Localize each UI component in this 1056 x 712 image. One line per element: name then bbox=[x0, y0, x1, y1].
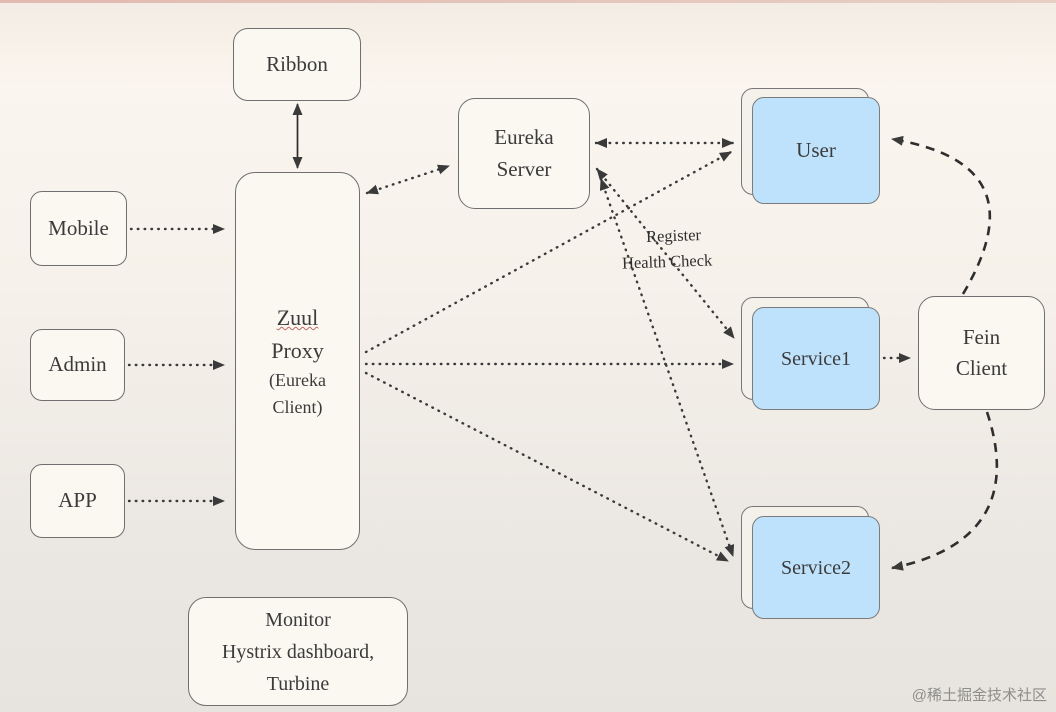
node-ribbon-label: Ribbon bbox=[266, 51, 328, 76]
edge-fein-user bbox=[891, 135, 992, 295]
node-ribbon: Ribbon bbox=[233, 28, 361, 101]
node-fein-client: Fein Client bbox=[918, 296, 1045, 410]
node-service1: Service1 bbox=[752, 307, 880, 410]
node-monitor: Monitor Hystrix dashboard, Turbine bbox=[188, 597, 408, 706]
node-monitor-line1: Monitor bbox=[265, 608, 331, 631]
node-app: APP bbox=[30, 464, 125, 538]
node-monitor-line2: Hystrix dashboard, bbox=[221, 640, 375, 663]
node-admin-label: Admin bbox=[48, 352, 107, 377]
edge-zuul-user bbox=[364, 150, 733, 354]
node-zuul-line2: Proxy bbox=[271, 338, 324, 363]
node-fein-line1: Fein bbox=[962, 324, 1001, 349]
top-tint bbox=[0, 0, 1056, 3]
node-zuul-line3: (Eureka bbox=[269, 370, 326, 390]
node-service2: Service2 bbox=[752, 516, 880, 619]
node-service1-label: Service1 bbox=[781, 347, 851, 370]
edge-zuul-eureka bbox=[365, 164, 451, 195]
node-zuul-proxy: Zuul Proxy (Eureka Client) bbox=[235, 172, 360, 550]
node-mobile: Mobile bbox=[30, 191, 127, 266]
edge-fein-service2 bbox=[891, 411, 999, 571]
node-service2-label: Service2 bbox=[781, 556, 851, 579]
annotation-health-check: Health Check bbox=[621, 250, 713, 273]
node-zuul-line1: Zuul bbox=[276, 305, 319, 330]
node-user: User bbox=[752, 97, 880, 204]
annotation-register: Register bbox=[645, 225, 702, 246]
node-eureka-line1: Eureka bbox=[494, 125, 554, 149]
edge-eureka-service2 bbox=[599, 177, 735, 558]
node-admin: Admin bbox=[30, 329, 125, 401]
watermark: @稀土掘金技术社区 bbox=[911, 687, 1047, 704]
node-eureka-line2: Server bbox=[496, 156, 552, 181]
node-fein-line2: Client bbox=[955, 356, 1008, 380]
node-monitor-line3: Turbine bbox=[266, 672, 330, 695]
node-user-label: User bbox=[796, 137, 836, 162]
node-eureka-server: Eureka Server bbox=[458, 98, 590, 209]
node-app-label: APP bbox=[58, 488, 97, 513]
node-zuul-line4: Client) bbox=[272, 397, 323, 417]
node-mobile-label: Mobile bbox=[48, 215, 109, 240]
edge-zuul-service2 bbox=[364, 371, 730, 563]
